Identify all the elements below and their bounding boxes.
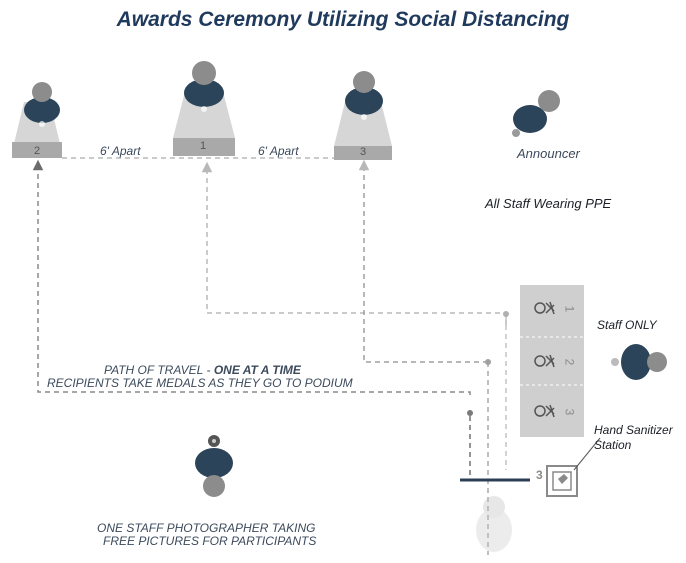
photographer-note-line2: FREE PICTURES FOR PARTICIPANTS — [103, 534, 317, 548]
sanitizer-label-line1: Hand Sanitizer — [594, 423, 673, 437]
person-on-podium-2 — [24, 82, 60, 127]
spacing-label-right: 6' Apart — [258, 144, 299, 158]
spacing-label-left: 6' Apart — [100, 144, 141, 158]
path-of-travel-line2: RECIPIENTS TAKE MEDALS AS THEY GO TO POD… — [47, 376, 353, 390]
path-of-travel-emphasis: ONE AT A TIME — [213, 363, 301, 377]
medal-icon — [534, 354, 555, 368]
medal-slot-number-2: 2 — [562, 358, 577, 366]
photographer-figure — [195, 435, 233, 497]
medal-slot-number-1: 1 — [562, 305, 577, 313]
person-on-podium-1 — [184, 61, 224, 112]
medal-icon — [534, 404, 555, 418]
path-to-podium-3 — [358, 159, 488, 363]
announcer-label: Announcer — [517, 146, 580, 161]
path-to-podium-1 — [201, 161, 507, 325]
staff-only-label: Staff ONLY — [597, 318, 657, 332]
pickup-point-3 — [467, 410, 473, 416]
person-on-podium-3 — [345, 71, 383, 120]
medal-icon — [534, 301, 555, 315]
pickup-point-1 — [503, 311, 509, 317]
path-to-podium-2 — [32, 159, 471, 395]
sanitizer-count: 3 — [536, 468, 543, 482]
podium-number-3: 3 — [360, 146, 367, 158]
path-of-travel-line1: PATH OF TRAVEL - ONE AT A TIME — [104, 363, 301, 377]
announcer-figure — [512, 90, 560, 137]
staff-member-figure — [611, 344, 667, 380]
podium-number-2: 2 — [34, 145, 41, 157]
page-title: Awards Ceremony Utilizing Social Distanc… — [116, 8, 570, 31]
hand-sanitizer-icon — [546, 465, 578, 497]
photographer-note-line1: ONE STAFF PHOTOGRAPHER TAKING — [97, 521, 316, 535]
podium-number-1: 1 — [200, 140, 207, 152]
recipient-figure — [476, 496, 512, 552]
sanitizer-pointer — [573, 437, 601, 471]
sanitizer-label-line2: Station — [594, 438, 632, 452]
path-of-travel-prefix: PATH OF TRAVEL - — [104, 363, 214, 377]
medal-slot-number-3: 3 — [562, 408, 577, 416]
pickup-point-2 — [485, 359, 491, 365]
ppe-note: All Staff Wearing PPE — [485, 196, 612, 211]
